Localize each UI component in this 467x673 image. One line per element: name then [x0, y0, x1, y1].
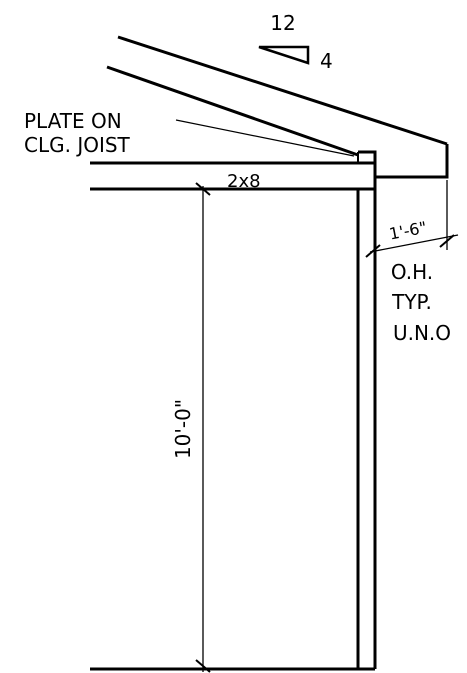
overhang-dimension: 1'-6": [388, 218, 429, 244]
wall-height-dimension: 10'-0": [171, 399, 195, 459]
rafter-bottom-line: [106, 65, 359, 157]
overhang-note-line-1: O.H.: [391, 260, 433, 284]
height-tick-bottom: [195, 659, 211, 673]
slope-triangle-icon: [258, 45, 310, 65]
overhang-dimension-line: [369, 234, 459, 253]
joist-size-label: 2x8: [227, 171, 261, 192]
callout-line-2: CLG. JOIST: [24, 133, 131, 157]
overhang-note-line-2: TYP.: [391, 290, 432, 314]
overhang-tick-left: [365, 244, 381, 258]
overhang-tick-right: [439, 234, 455, 248]
fascia-outline: [358, 144, 449, 179]
callout-line-1: PLATE ON: [24, 109, 122, 133]
callout-leader: [175, 119, 355, 157]
rafter-top-line: [117, 35, 448, 146]
overhang-note-line-3: U.N.O: [393, 321, 451, 345]
slope-rise-label: 4: [320, 49, 333, 73]
slope-run-label: 12: [270, 11, 295, 35]
height-tick-top: [195, 182, 211, 196]
